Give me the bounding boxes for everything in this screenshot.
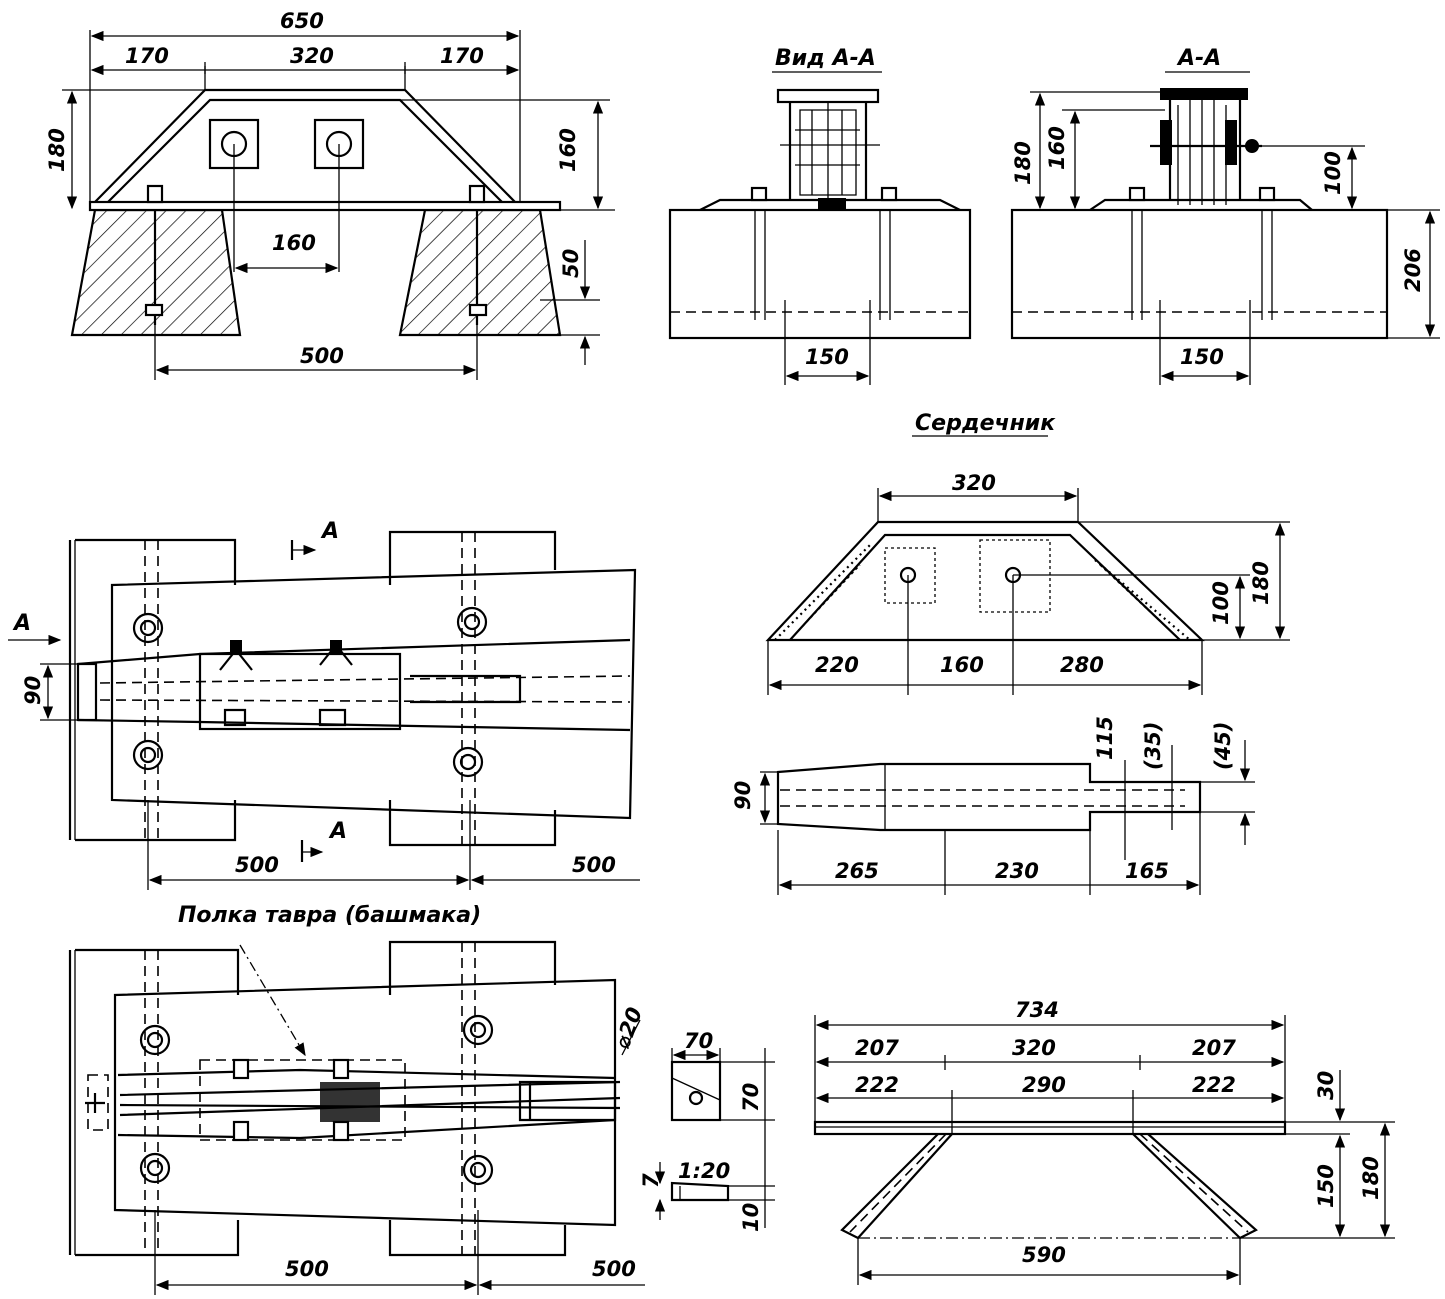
frog-body — [94, 88, 516, 203]
shoe-view: 734 207 320 207 222 290 222 30 150 180 5… — [813, 998, 1395, 1285]
core-dim-90: 90 — [731, 781, 755, 810]
dim-50: 50 — [559, 249, 583, 278]
dim-160-horizontal: 160 — [272, 231, 316, 255]
dim-320: 320 — [290, 44, 334, 68]
core-dim-160: 160 — [940, 653, 984, 677]
plate-dim-7: 7 — [639, 1173, 663, 1188]
plan2-dim-500-left: 500 — [285, 1257, 329, 1281]
plan2-dim-500-right: 500 — [592, 1257, 636, 1281]
sleeper-section — [1010, 208, 1389, 340]
core-title: Сердечник — [915, 411, 1056, 436]
dim-170-right: 170 — [440, 44, 484, 68]
core-dim-165: 165 — [1125, 859, 1169, 883]
shoe-dim-734: 734 — [1015, 998, 1059, 1022]
plan1-dim-500-right: 500 — [572, 853, 616, 877]
dim-180: 180 — [45, 128, 69, 172]
plan2-label: Полка тавра (башмака) — [178, 903, 481, 928]
sleeper-aa — [668, 208, 972, 340]
dim-160-section: 160 — [1045, 126, 1069, 170]
dim-180-section: 180 — [1011, 141, 1035, 185]
core-dim-280: 280 — [1060, 653, 1104, 677]
section-marker-a-top: А — [320, 519, 339, 544]
shoe-dim-207-left: 207 — [855, 1036, 899, 1060]
plate-detail: 70 70 1:20 7 10 — [639, 1029, 775, 1232]
plate-dim-10: 10 — [739, 1203, 763, 1232]
dim-206: 206 — [1401, 248, 1425, 292]
core-dim-35: (35) — [1141, 722, 1165, 770]
plate-ratio: 1:20 — [678, 1159, 730, 1183]
section-marker-a-left: А — [12, 611, 31, 636]
view-aa-title: Вид А-А — [775, 46, 876, 71]
sleeper-right — [398, 208, 562, 337]
core-dim-320: 320 — [952, 471, 996, 495]
plan-view-1: А А А 90 500 500 — [8, 519, 640, 890]
core-dim-265: 265 — [835, 859, 879, 883]
core-dim-220: 220 — [815, 653, 859, 677]
core-dim-180: 180 — [1249, 561, 1273, 605]
dim-150-aa: 150 — [805, 345, 849, 369]
shoe-dim-150: 150 — [1314, 1164, 1338, 1208]
dim-160-vertical: 160 — [556, 128, 580, 172]
shoe-dim-207-right: 207 — [1192, 1036, 1236, 1060]
plan1-dim-500-left: 500 — [235, 853, 279, 877]
shoe-dim-222-left: 222 — [855, 1073, 899, 1097]
section-marker-a-bottom: А — [328, 819, 347, 844]
plate-dim-70-side: 70 — [739, 1083, 763, 1112]
front-view: 650 170 320 170 180 160 160 50 500 — [45, 9, 615, 380]
shoe-dim-590: 590 — [1022, 1243, 1066, 1267]
core-view: Сердечник 320 100 180 220 160 280 — [731, 411, 1290, 895]
view-aa: Вид А-А 150 — [668, 46, 972, 385]
plan-view-2: Полка тавра (башмака) ⌀20 50 — [68, 903, 647, 1295]
shoe-dim-290: 290 — [1022, 1073, 1066, 1097]
core-dim-100: 100 — [1209, 581, 1233, 625]
base-plate — [88, 200, 562, 212]
dim-150-section: 150 — [1180, 345, 1224, 369]
dim-650: 650 — [280, 9, 324, 33]
shoe-dim-222-right: 222 — [1192, 1073, 1236, 1097]
dim-170-left: 170 — [125, 44, 169, 68]
dim-500: 500 — [300, 344, 344, 368]
plate-dim-70-top: 70 — [684, 1029, 713, 1053]
dim-100-section: 100 — [1321, 151, 1345, 195]
shoe-dim-320: 320 — [1012, 1036, 1056, 1060]
core-dim-115: 115 — [1093, 716, 1117, 760]
shoe-dim-180: 180 — [1359, 1156, 1383, 1200]
core-dim-45: (45) — [1211, 722, 1235, 770]
shoe-dim-30: 30 — [1314, 1071, 1338, 1100]
section-aa: А-А 180 160 100 206 150 — [1010, 46, 1440, 385]
core-dim-230: 230 — [995, 859, 1039, 883]
section-aa-title: А-А — [1176, 46, 1221, 71]
plan1-dim-90: 90 — [21, 676, 45, 705]
